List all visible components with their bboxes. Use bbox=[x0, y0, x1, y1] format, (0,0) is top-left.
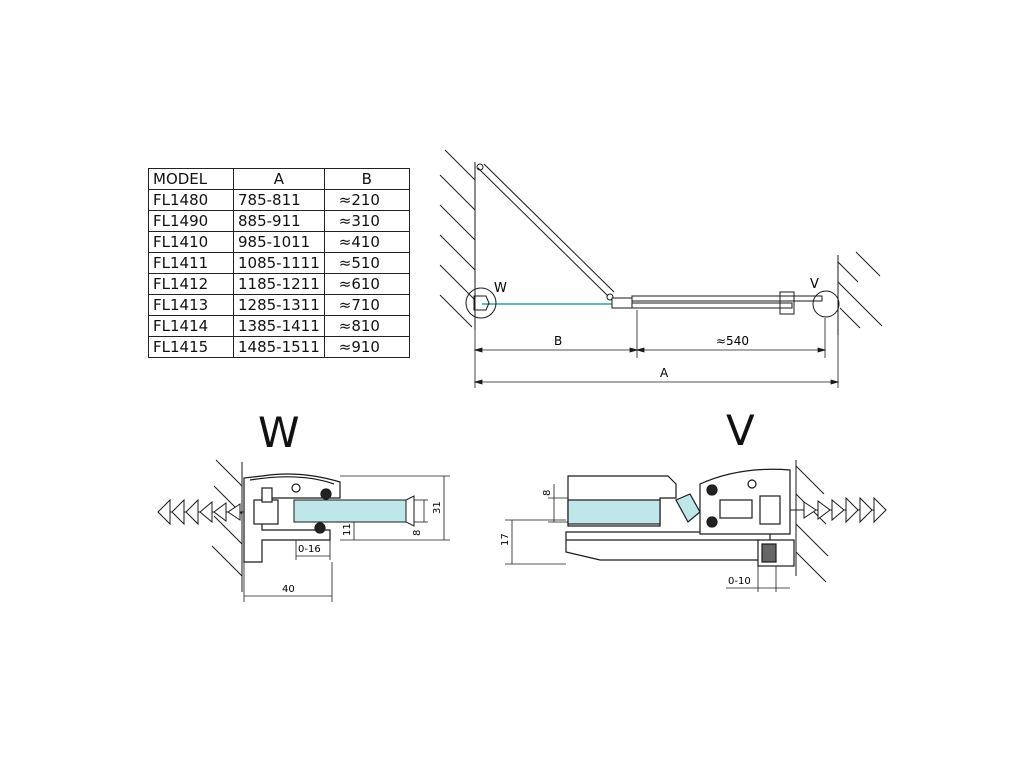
table-row: FL1412 1185-1211 ≈610 bbox=[148, 273, 410, 295]
cell-model: FL1410 bbox=[148, 231, 234, 253]
header-model: MODEL bbox=[148, 168, 234, 190]
cell-b: ≈610 bbox=[323, 273, 410, 295]
dim-0-10: 0-10 bbox=[728, 576, 751, 587]
dim-11: 11 bbox=[342, 523, 353, 536]
dim-8: 8 bbox=[412, 530, 423, 536]
sliding-door-profile bbox=[565, 475, 771, 561]
right-wall-hatching bbox=[837, 251, 883, 335]
wall-anchor bbox=[157, 498, 276, 526]
cell-b: ≈310 bbox=[323, 210, 410, 232]
header-a: A bbox=[233, 168, 325, 190]
dim-b-label: B bbox=[554, 334, 562, 348]
dim-8: 8 bbox=[542, 490, 553, 496]
dim-a-label: A bbox=[660, 366, 669, 380]
dim-31: 31 bbox=[432, 501, 443, 514]
stabilizer-bar bbox=[476, 163, 615, 301]
cell-a: 885-911 bbox=[233, 210, 325, 232]
cell-model: FL1480 bbox=[148, 189, 234, 211]
cell-b: ≈210 bbox=[323, 189, 410, 211]
hinge-block bbox=[611, 297, 633, 309]
cell-model: FL1415 bbox=[148, 336, 234, 358]
table-row: FL1415 1485-1511 ≈910 bbox=[148, 336, 410, 358]
cell-a: 1085-1111 bbox=[233, 252, 325, 274]
cell-b: ≈910 bbox=[323, 336, 410, 358]
detail-v-dims bbox=[505, 484, 790, 592]
cell-a: 1385-1411 bbox=[233, 315, 325, 337]
cell-model: FL1411 bbox=[148, 252, 234, 274]
marker-v: V bbox=[810, 277, 819, 292]
wall-profile-v bbox=[699, 468, 795, 567]
dim-17: 17 bbox=[500, 533, 511, 546]
cell-model: FL1412 bbox=[148, 273, 234, 295]
model-dimension-table: MODEL A B FL1480 785-811 ≈210 FL1490 885… bbox=[148, 168, 410, 358]
cell-a: 1485-1511 bbox=[233, 336, 325, 358]
sliding-panel bbox=[631, 291, 823, 315]
cell-b: ≈810 bbox=[323, 315, 410, 337]
cell-a: 785-811 bbox=[233, 189, 325, 211]
marker-w: W bbox=[494, 281, 507, 296]
detail-v-drawing: 8 17 0-10 bbox=[500, 460, 887, 592]
dim-540-label: ≈540 bbox=[716, 334, 749, 348]
table-row: FL1411 1085-1111 ≈510 bbox=[148, 252, 410, 274]
table-row: FL1410 985-1011 ≈410 bbox=[148, 231, 410, 253]
dim-0-16: 0-16 bbox=[298, 544, 321, 555]
detail-circle-w bbox=[465, 287, 497, 319]
header-b: B bbox=[323, 168, 410, 190]
cell-a: 1185-1211 bbox=[233, 273, 325, 295]
table-row: FL1413 1285-1311 ≈710 bbox=[148, 294, 410, 316]
plan-view: W V B ≈540 A bbox=[439, 149, 883, 388]
wall-anchor bbox=[770, 496, 887, 524]
cell-a: 1285-1311 bbox=[233, 294, 325, 316]
left-wall-hatching bbox=[439, 149, 476, 330]
detail-w-title: W bbox=[258, 408, 300, 457]
wall-hatching bbox=[211, 459, 243, 592]
table-row: FL1480 785-811 ≈210 bbox=[148, 189, 410, 211]
wall-hatching bbox=[795, 460, 829, 583]
cell-b: ≈510 bbox=[323, 252, 410, 274]
cell-model: FL1414 bbox=[148, 315, 234, 337]
dim-40: 40 bbox=[282, 584, 295, 595]
table-row: FL1490 885-911 ≈310 bbox=[148, 210, 410, 232]
table-header-row: MODEL A B bbox=[148, 168, 410, 190]
plan-dimension-lines bbox=[473, 310, 840, 388]
cell-model: FL1490 bbox=[148, 210, 234, 232]
table-row: FL1414 1385-1411 ≈810 bbox=[148, 315, 410, 337]
cell-b: ≈410 bbox=[323, 231, 410, 253]
detail-v-title: V bbox=[726, 406, 755, 455]
detail-w-dims bbox=[243, 475, 450, 602]
cell-model: FL1413 bbox=[148, 294, 234, 316]
cell-a: 985-1011 bbox=[233, 231, 325, 253]
detail-w-drawing: 31 8 11 0-16 40 bbox=[157, 459, 450, 602]
detail-circle-v bbox=[812, 290, 840, 318]
glass-w bbox=[293, 499, 407, 523]
cell-b: ≈710 bbox=[323, 294, 410, 316]
